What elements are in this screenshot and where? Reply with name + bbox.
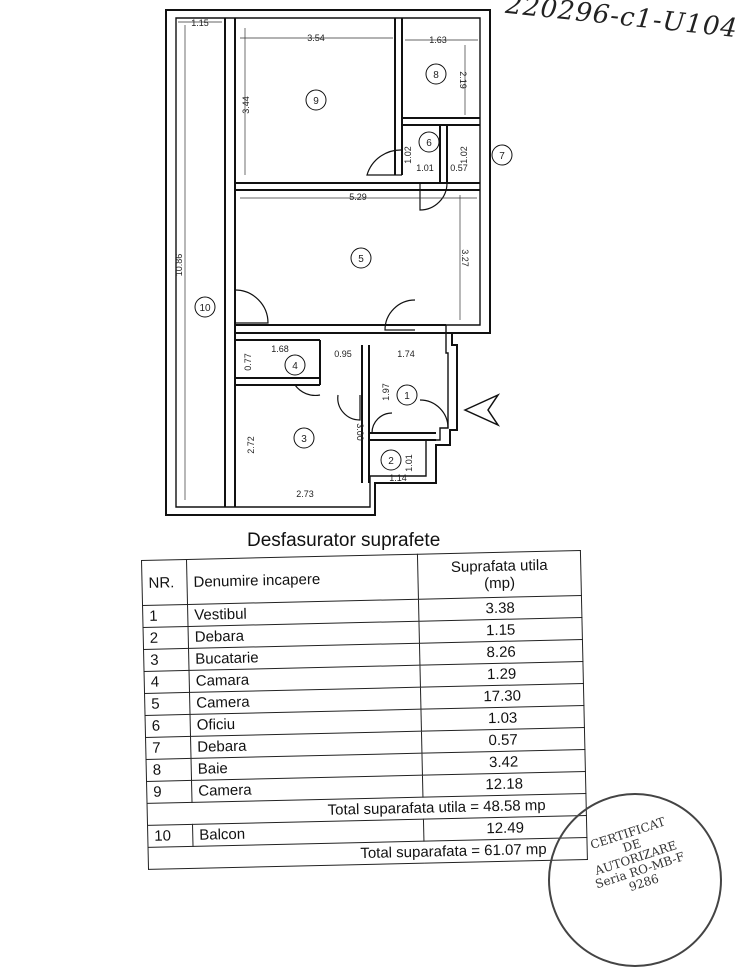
- room-6-number: 6: [426, 138, 432, 149]
- door-room9: [366, 149, 403, 176]
- door-room5: [419, 182, 448, 211]
- door-room4: [294, 384, 321, 397]
- outer-wall: [165, 9, 491, 516]
- row-nr: 8: [146, 758, 192, 782]
- areas-table: NR. Denumire incapere Suprafata utila (m…: [141, 550, 588, 870]
- dim-room1-w: 1.74: [397, 349, 415, 359]
- header-nr: NR.: [141, 559, 188, 606]
- door-balcony: [234, 289, 269, 324]
- row-nr: 2: [143, 626, 189, 650]
- entry-arrow-icon: [463, 393, 501, 427]
- header-name: Denumire incapere: [186, 554, 419, 605]
- dim-room2-w: 1.14: [389, 473, 407, 483]
- row-nr: 9: [146, 780, 193, 804]
- dim-room3-w: 2.73: [296, 489, 314, 499]
- dim-top-balcony: 1.15: [191, 18, 209, 28]
- row-nr: 10: [147, 824, 194, 848]
- dim-room8-height: 2.19: [458, 71, 468, 89]
- room-2-number: 2: [388, 456, 394, 467]
- dim-room9-width: 3.54: [307, 33, 325, 43]
- header-area: Suprafata utila (mp): [417, 550, 582, 600]
- dim-room7-h: 1.02: [459, 146, 469, 164]
- dim-room5-width: 5.29: [349, 192, 367, 202]
- dim-room3-h2: 3.00: [355, 423, 365, 441]
- door-room3: [337, 394, 361, 421]
- room-4-number: 4: [292, 361, 298, 372]
- row-nr: 6: [145, 714, 191, 738]
- dim-room9-height: 3.44: [241, 96, 251, 114]
- dim-room4-w: 1.68: [271, 344, 289, 354]
- table-title: Desfasurator suprafete: [247, 530, 441, 551]
- dim-room7-w: 0.57: [450, 163, 468, 173]
- room-5-number: 5: [358, 254, 364, 265]
- dim-room5-height: 3.27: [460, 249, 470, 267]
- room-9-number: 9: [313, 96, 319, 107]
- row-nr: 3: [143, 648, 190, 672]
- dim-room4-h: 0.77: [243, 353, 253, 371]
- door-room2: [371, 412, 393, 434]
- dim-balcony-length: 10.86: [174, 254, 184, 277]
- room-8-number: 8: [433, 70, 439, 81]
- dim-room6-w: 1.01: [416, 163, 434, 173]
- dim-room2-h: 1.01: [404, 454, 414, 472]
- floor-plan: 1.15 3.54 3.44 1.63 2.19 1.02 1.01 1.02 …: [165, 9, 513, 516]
- dim-hall-w: 0.95: [334, 349, 352, 359]
- dim-room1-h: 1.97: [381, 383, 391, 401]
- door-hall: [384, 299, 416, 331]
- row-nr: 4: [144, 670, 190, 694]
- dim-room3-h: 2.72: [246, 436, 256, 454]
- dim-room8-width: 1.63: [429, 35, 447, 45]
- room-7-number: 7: [499, 151, 505, 162]
- room-3-number: 3: [301, 434, 307, 445]
- room-1-number: 1: [404, 391, 410, 402]
- row-nr: 1: [142, 604, 189, 628]
- row-nr: 5: [144, 692, 191, 716]
- room-10-number: 10: [199, 303, 211, 314]
- row-nr: 7: [145, 736, 192, 760]
- dim-room6-h: 1.02: [403, 146, 413, 164]
- door-entry: [419, 399, 449, 429]
